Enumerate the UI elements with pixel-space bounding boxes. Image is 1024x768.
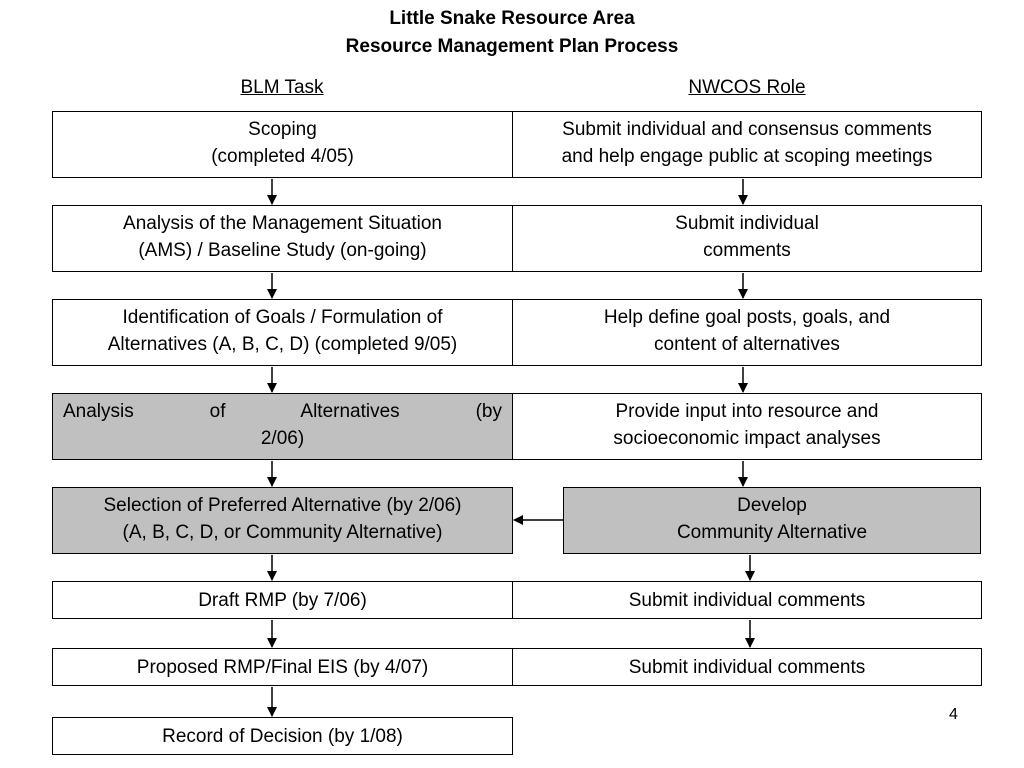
nwcos-role-scoping-comments: Submit individual and consensus comments… [512, 111, 982, 178]
task-text-line: Draft RMP (by 7/06) [198, 590, 367, 611]
task-text-line: (A, B, C, D, or Community Alternative) [122, 522, 443, 543]
role-text-line: Develop [737, 495, 807, 516]
task-text-line: (AMS) / Baseline Study (on-going) [138, 240, 427, 261]
blm-task-scoping: Scoping (completed 4/05) [52, 111, 513, 178]
task-text-line: 2/06) [260, 428, 305, 449]
blm-task-selection-preferred-alternative: Selection of Preferred Alternative (by 2… [52, 487, 513, 554]
role-text-line: Help define goal posts, goals, and [603, 307, 891, 328]
role-text-line: Submit individual comments [628, 657, 866, 678]
task-text-line: Proposed RMP/Final EIS (by 4/07) [136, 657, 429, 678]
task-text-part: (by [475, 401, 503, 422]
task-text-line: Selection of Preferred Alternative (by 2… [103, 495, 462, 516]
task-text-part: Analysis of Alternatives [63, 401, 400, 422]
role-text-line: content of alternatives [654, 334, 840, 355]
task-text-line: Scoping [248, 119, 317, 140]
task-text-line: Alternatives (A, B, C, D) (completed 9/0… [107, 334, 458, 355]
nwcos-role-draft-comments: Submit individual comments [512, 581, 982, 619]
blm-task-draft-rmp: Draft RMP (by 7/06) [52, 581, 513, 619]
diagram-title-line-2: Resource Management Plan Process [345, 36, 679, 57]
blm-task-proposed-rmp: Proposed RMP/Final EIS (by 4/07) [52, 648, 513, 686]
diagram-title-line-1: Little Snake Resource Area [389, 8, 635, 29]
role-text-line: Provide input into resource and [615, 401, 879, 422]
task-text-line: Identification of Goals / Formulation of [122, 307, 443, 328]
nwcos-role-final-comments: Submit individual comments [512, 648, 982, 686]
nwcos-role-develop-community-alternative: Develop Community Alternative [563, 487, 981, 554]
role-text-line: Community Alternative [676, 522, 868, 543]
role-text-line: socioeconomic impact analyses [613, 428, 881, 449]
role-text-line: Submit individual and consensus comments [562, 119, 932, 140]
nwcos-role-provide-input: Provide input into resource and socioeco… [512, 393, 982, 460]
role-text-line: Submit individual [675, 213, 819, 234]
role-text-line: Submit individual comments [628, 590, 866, 611]
blm-task-identification-of-goals: Identification of Goals / Formulation of… [52, 299, 513, 366]
blm-task-record-of-decision: Record of Decision (by 1/08) [52, 717, 513, 755]
role-text-line: comments [703, 240, 791, 261]
nwcos-role-submit-individual-comments: Submit individual comments [512, 205, 982, 272]
task-text-line: Record of Decision (by 1/08) [162, 726, 403, 747]
task-text-line: Analysis of the Management Situation [123, 213, 442, 234]
task-text-line: Analysis of Alternatives (by [53, 398, 512, 425]
column-header-nwcos-role: NWCOS Role [688, 77, 806, 98]
blm-task-analysis-management-situation: Analysis of the Management Situation (AM… [52, 205, 513, 272]
task-text-line: (completed 4/05) [211, 146, 354, 167]
nwcos-role-help-define-goals: Help define goal posts, goals, and conte… [512, 299, 982, 366]
role-text-line: and help engage public at scoping meetin… [561, 146, 933, 167]
page-number: 4 [949, 706, 958, 723]
column-header-blm-task: BLM Task [240, 77, 324, 98]
blm-task-analysis-of-alternatives: Analysis of Alternatives (by 2/06) [52, 393, 513, 460]
